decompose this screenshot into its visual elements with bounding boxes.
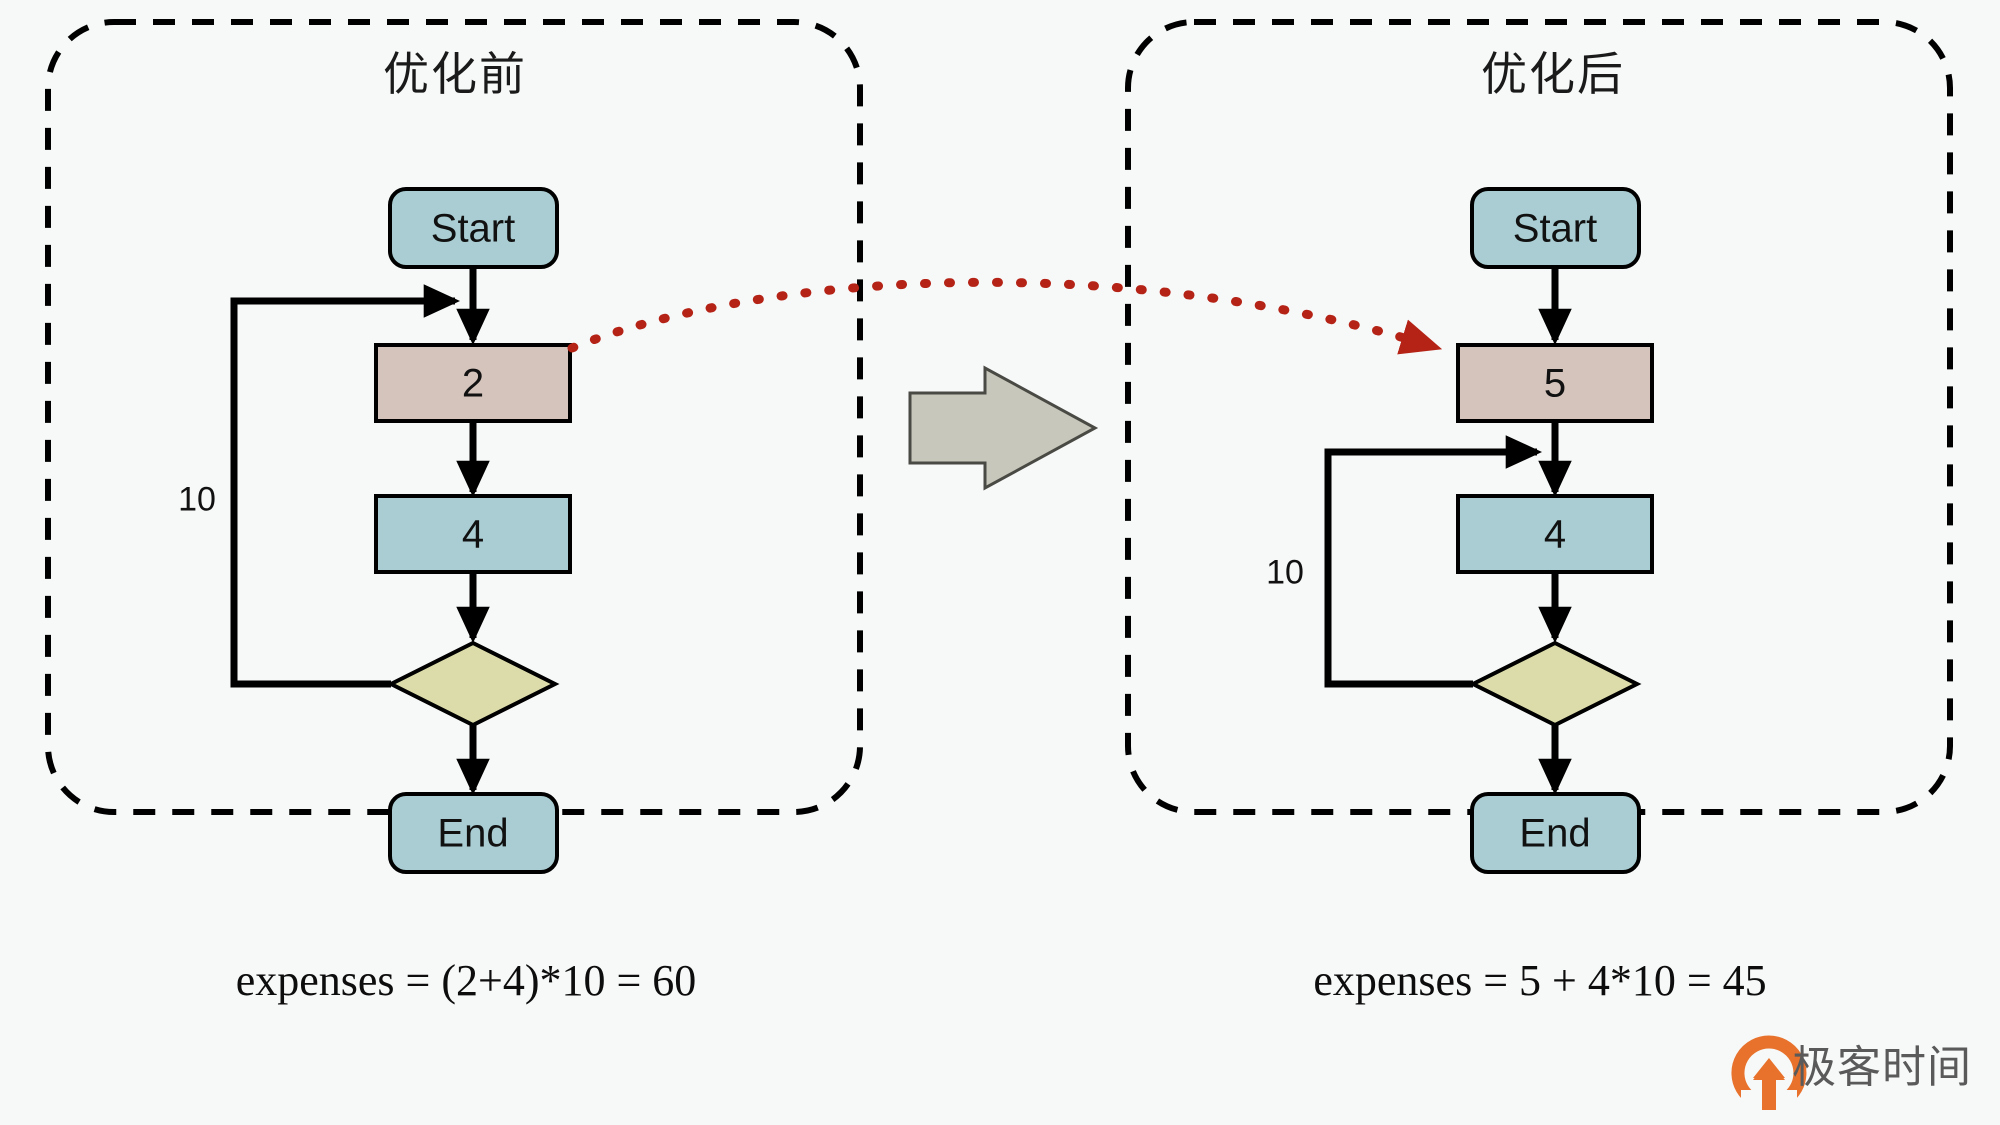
watermark: 极客时间 [1704,1029,1972,1107]
node-before-decision [386,640,560,728]
node-after-cost-a [1456,343,1654,423]
panel-after-title: 优化后 [1481,48,1625,100]
panel-before-title: 优化前 [383,48,527,100]
loop-count-label-after: 10 [1266,553,1304,592]
node-after-decision [1468,640,1642,728]
block-arrow-right-icon [908,365,1099,491]
node-before-end [388,792,559,874]
node-after-start [1470,187,1641,269]
node-after-end [1470,792,1641,874]
node-before-cost-b [374,494,572,574]
loop-count-label-before: 10 [178,480,216,519]
edge-after-loop [1324,435,1543,688]
watermark-logo-spacer [1704,1029,1782,1107]
red-dotted-arrow-from-2-to-5 [567,277,1443,355]
geektime-logo-icon [1731,1035,1807,1116]
watermark-text: 极客时间 [1792,1043,1972,1092]
edge-before-loop [230,284,461,688]
node-before-start [388,187,559,269]
formula-after: expenses = 5 + 4*10 = 45 [1313,956,1767,1005]
node-before-cost-a [374,343,572,423]
formula-before: expenses = (2+4)*10 = 60 [235,956,697,1005]
node-after-cost-b [1456,494,1654,574]
